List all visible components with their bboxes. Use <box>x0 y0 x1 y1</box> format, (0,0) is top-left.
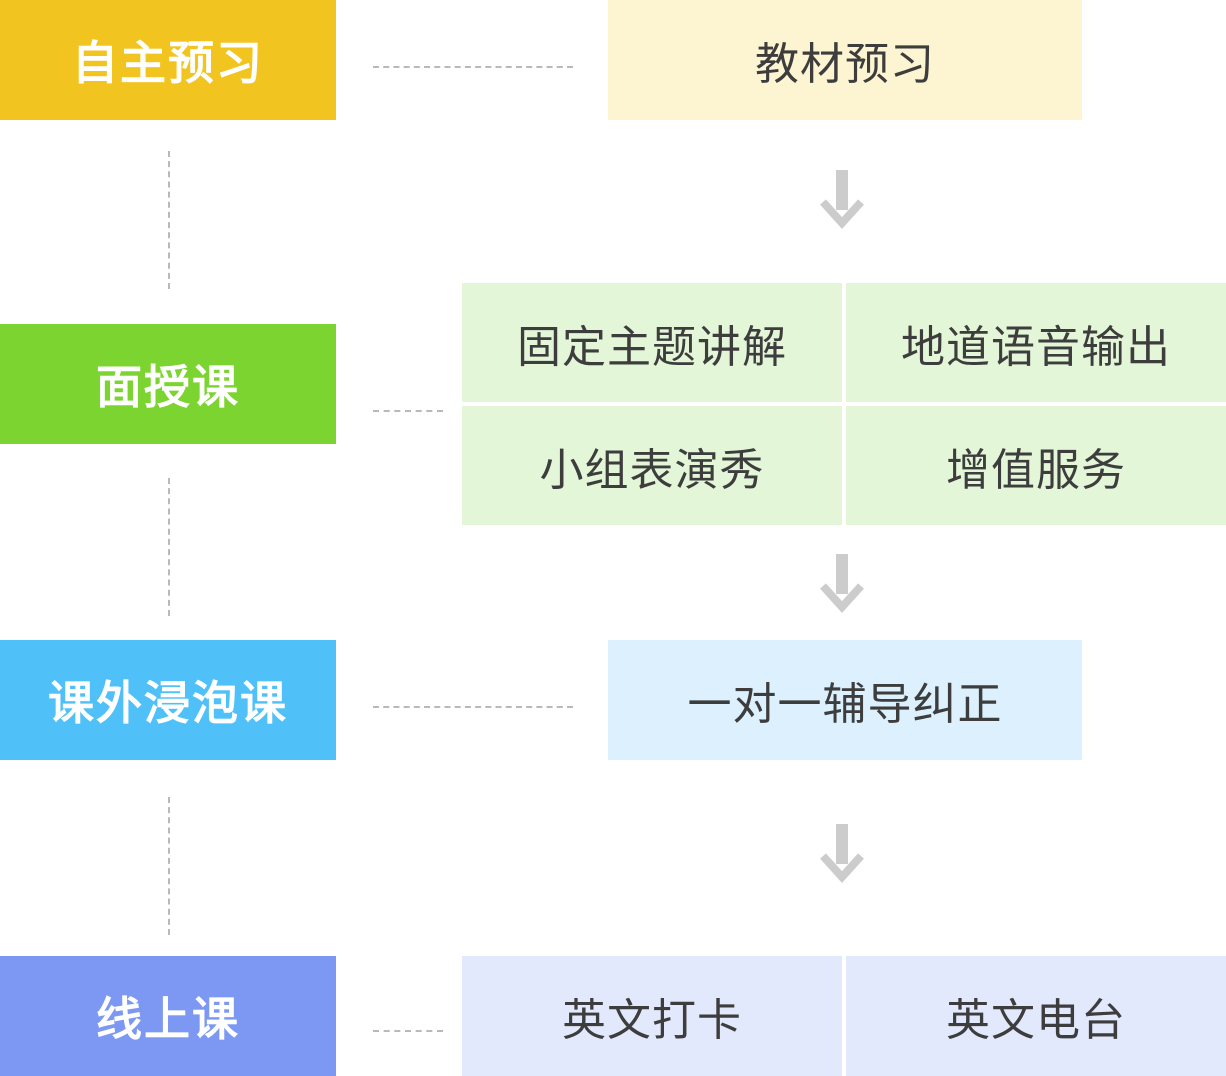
item-authentic-pronunciation: 地道语音输出 <box>846 283 1226 402</box>
stage-label: 课外浸泡课 <box>48 676 288 730</box>
stage-face-to-face-class: 面授课 <box>0 324 336 444</box>
stage-immersion-class: 课外浸泡课 <box>0 640 336 760</box>
item-english-radio: 英文电台 <box>846 956 1226 1076</box>
stage-connector-dashed <box>168 478 170 616</box>
item-label: 教材预习 <box>755 39 935 90</box>
item-label: 固定主题讲解 <box>517 321 787 373</box>
item-label: 英文打卡 <box>562 995 742 1046</box>
connector-dashed <box>373 1030 443 1032</box>
stage-label: 自主预习 <box>72 36 264 90</box>
item-label: 英文电台 <box>946 995 1126 1046</box>
item-label: 一对一辅导纠正 <box>687 679 1003 730</box>
item-english-check-in: 英文打卡 <box>462 956 842 1076</box>
stage-connector-dashed <box>168 151 170 289</box>
stage-label: 线上课 <box>96 992 240 1046</box>
arrow-down-icon <box>820 554 864 613</box>
item-fixed-topic-explanation: 固定主题讲解 <box>462 283 842 402</box>
item-label: 增值服务 <box>946 444 1126 496</box>
item-label: 小组表演秀 <box>539 444 765 496</box>
item-value-added-services: 增值服务 <box>846 406 1226 525</box>
arrow-down-icon <box>820 170 864 229</box>
stage-self-preview: 自主预习 <box>0 0 336 120</box>
connector-dashed <box>373 706 573 708</box>
stage-connector-dashed <box>168 797 170 935</box>
connector-dashed <box>373 410 443 412</box>
item-label: 地道语音输出 <box>901 321 1171 373</box>
item-textbook-preview: 教材预习 <box>608 0 1082 120</box>
stage-online-class: 线上课 <box>0 956 336 1076</box>
arrow-down-icon <box>820 824 864 883</box>
stage-label: 面授课 <box>96 360 240 414</box>
connector-dashed <box>373 66 573 68</box>
item-group-performance: 小组表演秀 <box>462 406 842 525</box>
item-one-on-one-tutoring: 一对一辅导纠正 <box>608 640 1082 760</box>
